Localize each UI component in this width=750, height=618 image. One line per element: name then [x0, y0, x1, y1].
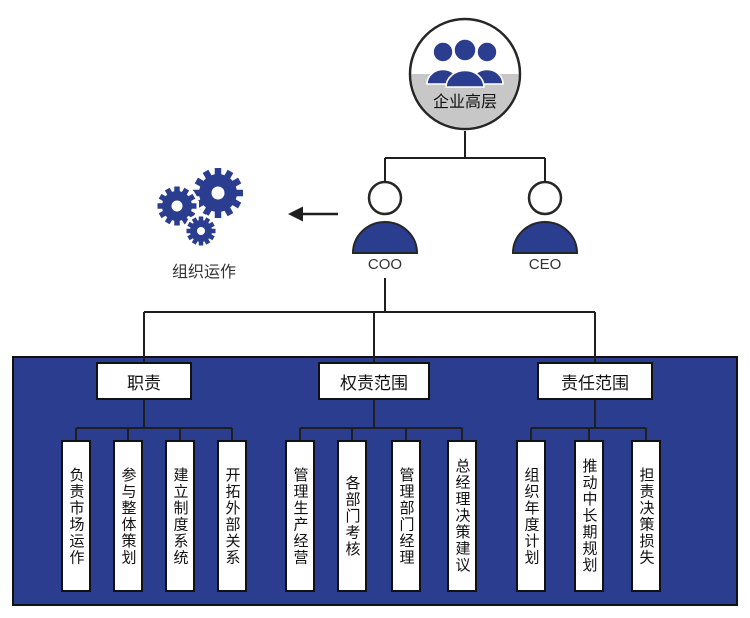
- duty-item: 开拓外部关系: [217, 440, 247, 592]
- authority-item: 管理生产经营: [285, 440, 315, 592]
- organization-operation-label: 组织运作: [171, 264, 236, 281]
- authority-item: 管理部门经理: [391, 440, 421, 592]
- duty-item-label: 建立制度系统: [171, 466, 189, 566]
- responsibility-item-label: 组织年度计划: [522, 466, 540, 566]
- duty-item-label: 负责市场运作: [67, 466, 85, 566]
- ceo-person-icon: [511, 180, 579, 254]
- top-management-node: [408, 17, 522, 131]
- coo-label: COO: [367, 256, 403, 273]
- responsibility-item-label: 推动中长期规划: [580, 458, 598, 574]
- group-header-duties: 职责: [96, 362, 192, 400]
- group-header-authority-scope: 权责范围: [318, 362, 430, 400]
- duty-item: 负责市场运作: [61, 440, 91, 592]
- responsibility-item-label: 担责决策损失: [637, 466, 655, 566]
- responsibility-item: 组织年度计划: [516, 440, 546, 592]
- duty-item: 参与整体策划: [113, 440, 143, 592]
- ceo-label: CEO: [528, 256, 562, 273]
- coo-person-icon: [351, 180, 419, 254]
- authority-item-label: 总经理决策建议: [453, 458, 471, 574]
- people-group-icon: [426, 38, 504, 88]
- duty-item: 建立制度系统: [165, 440, 195, 592]
- authority-item-label: 管理部门经理: [397, 466, 415, 566]
- duty-item-label: 参与整体策划: [119, 466, 137, 566]
- gears-icon: [155, 168, 243, 248]
- authority-item: 各部门考核: [337, 440, 367, 592]
- authority-item: 总经理决策建议: [447, 440, 477, 592]
- responsibility-item: 担责决策损失: [631, 440, 661, 592]
- left-arrow-head: [288, 206, 303, 222]
- authority-item-label: 管理生产经营: [291, 466, 309, 566]
- responsibility-item: 推动中长期规划: [574, 440, 604, 592]
- group-header-responsibility-scope: 责任范围: [537, 362, 653, 400]
- duty-item-label: 开拓外部关系: [223, 466, 241, 566]
- authority-item-label: 各部门考核: [343, 474, 361, 558]
- top-management-label: 企业高层: [432, 94, 497, 111]
